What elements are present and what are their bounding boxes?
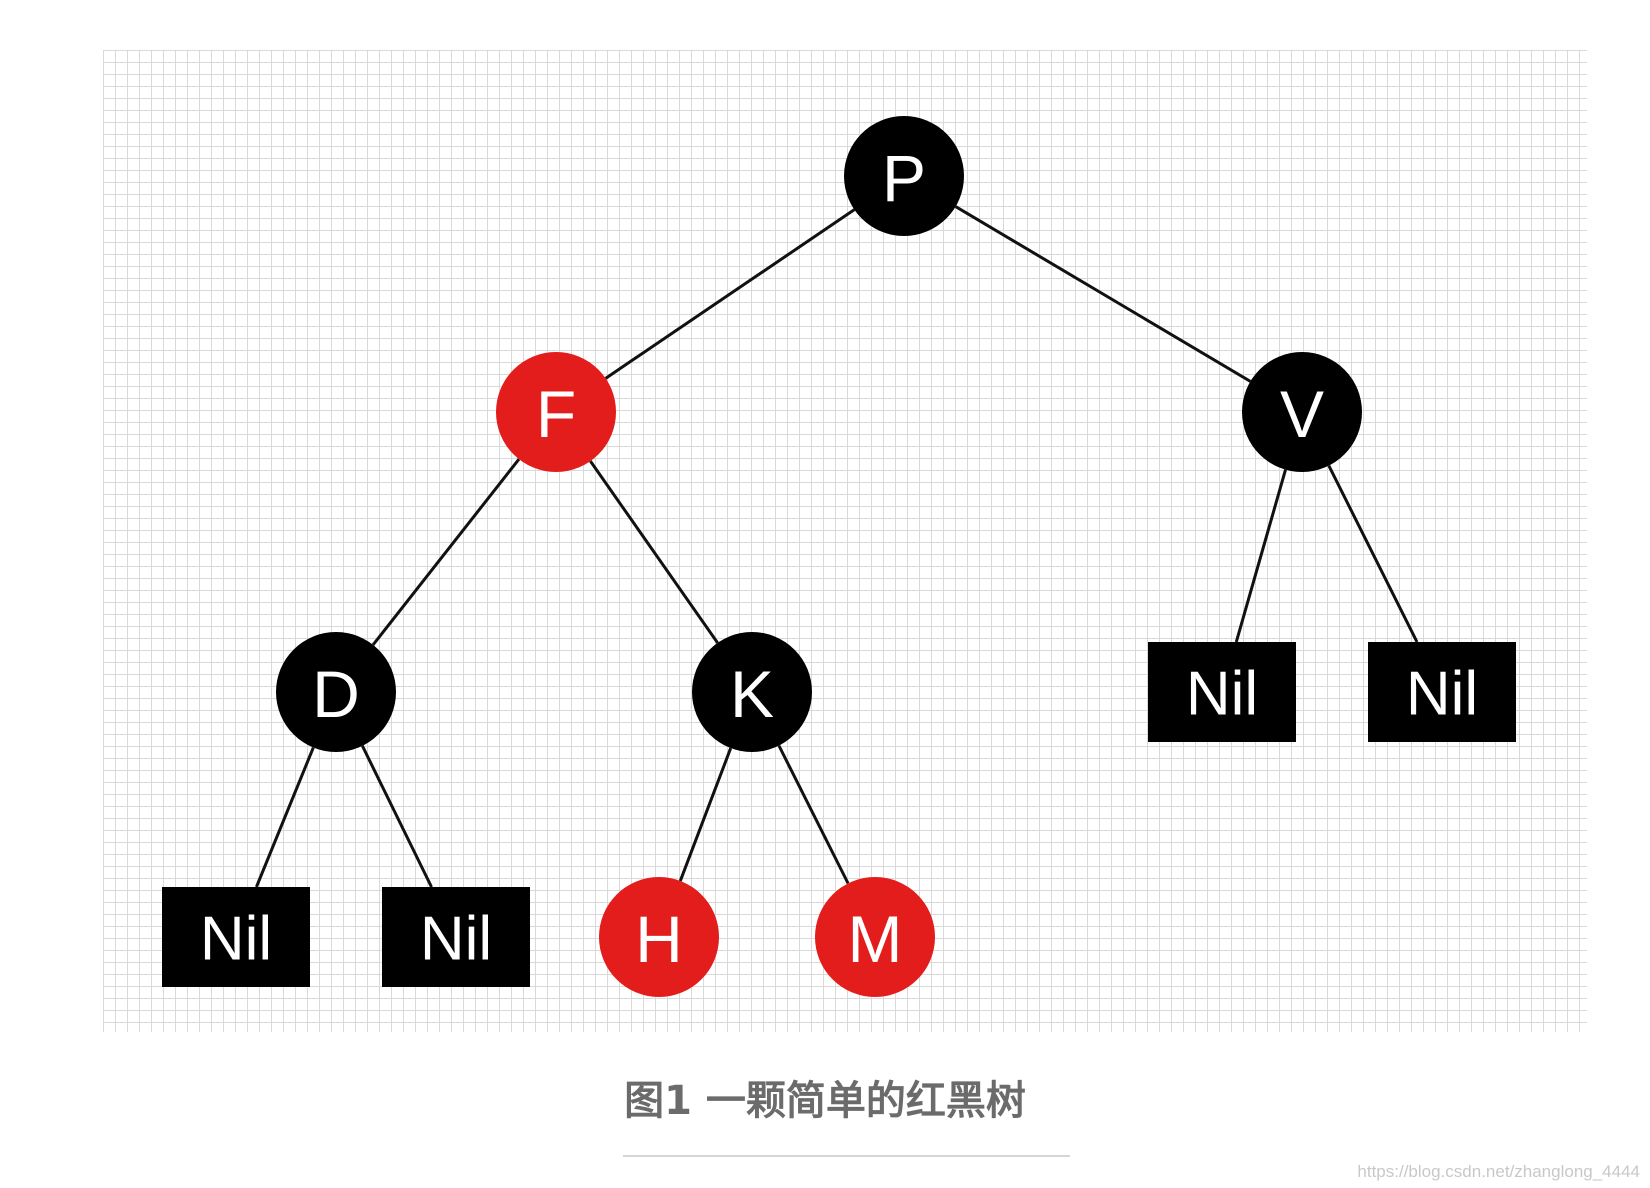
edge-V-nil3 xyxy=(1234,469,1287,643)
node-V-label: V xyxy=(1280,377,1324,451)
node-H: H xyxy=(599,877,719,997)
node-K: K xyxy=(692,632,812,752)
edge-D-nil1 xyxy=(255,746,315,888)
node-K-label: K xyxy=(730,657,774,731)
grid-background xyxy=(103,50,1587,1032)
node-V-circle xyxy=(1242,352,1362,472)
node-P-circle xyxy=(844,116,964,236)
edge-P-V xyxy=(954,205,1252,383)
node-D-label: D xyxy=(312,657,360,731)
node-H-circle xyxy=(599,877,719,997)
node-M-label: M xyxy=(848,902,903,976)
edge-P-F xyxy=(604,208,856,380)
edge-F-D xyxy=(371,458,521,646)
node-nil2-label: Nil xyxy=(420,905,492,974)
node-nil4-label: Nil xyxy=(1406,660,1478,729)
node-K-circle xyxy=(692,632,812,752)
edge-F-K xyxy=(589,460,719,644)
node-M: M xyxy=(815,877,935,997)
node-H-label: H xyxy=(635,902,683,976)
watermark-text: https://blog.csdn.net/zhanglong_4444 xyxy=(1357,1162,1640,1181)
node-D-circle xyxy=(276,632,396,752)
node-nil2: Nil xyxy=(382,887,530,987)
node-nil3-box xyxy=(1148,642,1296,742)
node-nil3: Nil xyxy=(1148,642,1296,742)
node-F-label: F xyxy=(536,377,576,451)
edge-D-nil2 xyxy=(361,745,433,888)
node-nil3-label: Nil xyxy=(1186,660,1258,729)
node-P-label: P xyxy=(882,141,926,215)
node-nil4: Nil xyxy=(1368,642,1516,742)
node-F-circle xyxy=(496,352,616,472)
node-nil1: Nil xyxy=(162,887,310,987)
node-F: F xyxy=(496,352,616,472)
node-D: D xyxy=(276,632,396,752)
caption-divider xyxy=(623,1155,1070,1157)
edge-V-nil4 xyxy=(1327,464,1419,643)
edge-K-M xyxy=(777,744,850,885)
node-nil1-label: Nil xyxy=(200,905,272,974)
node-nil1-box xyxy=(162,887,310,987)
node-nil2-box xyxy=(382,887,530,987)
node-P: P xyxy=(844,116,964,236)
figure-caption: 图1 一颗简单的红黑树 xyxy=(624,1078,1026,1124)
node-V: V xyxy=(1242,352,1362,472)
edge-K-H xyxy=(678,747,733,882)
node-M-circle xyxy=(815,877,935,997)
edges-layer xyxy=(255,205,1419,888)
node-nil4-box xyxy=(1368,642,1516,742)
